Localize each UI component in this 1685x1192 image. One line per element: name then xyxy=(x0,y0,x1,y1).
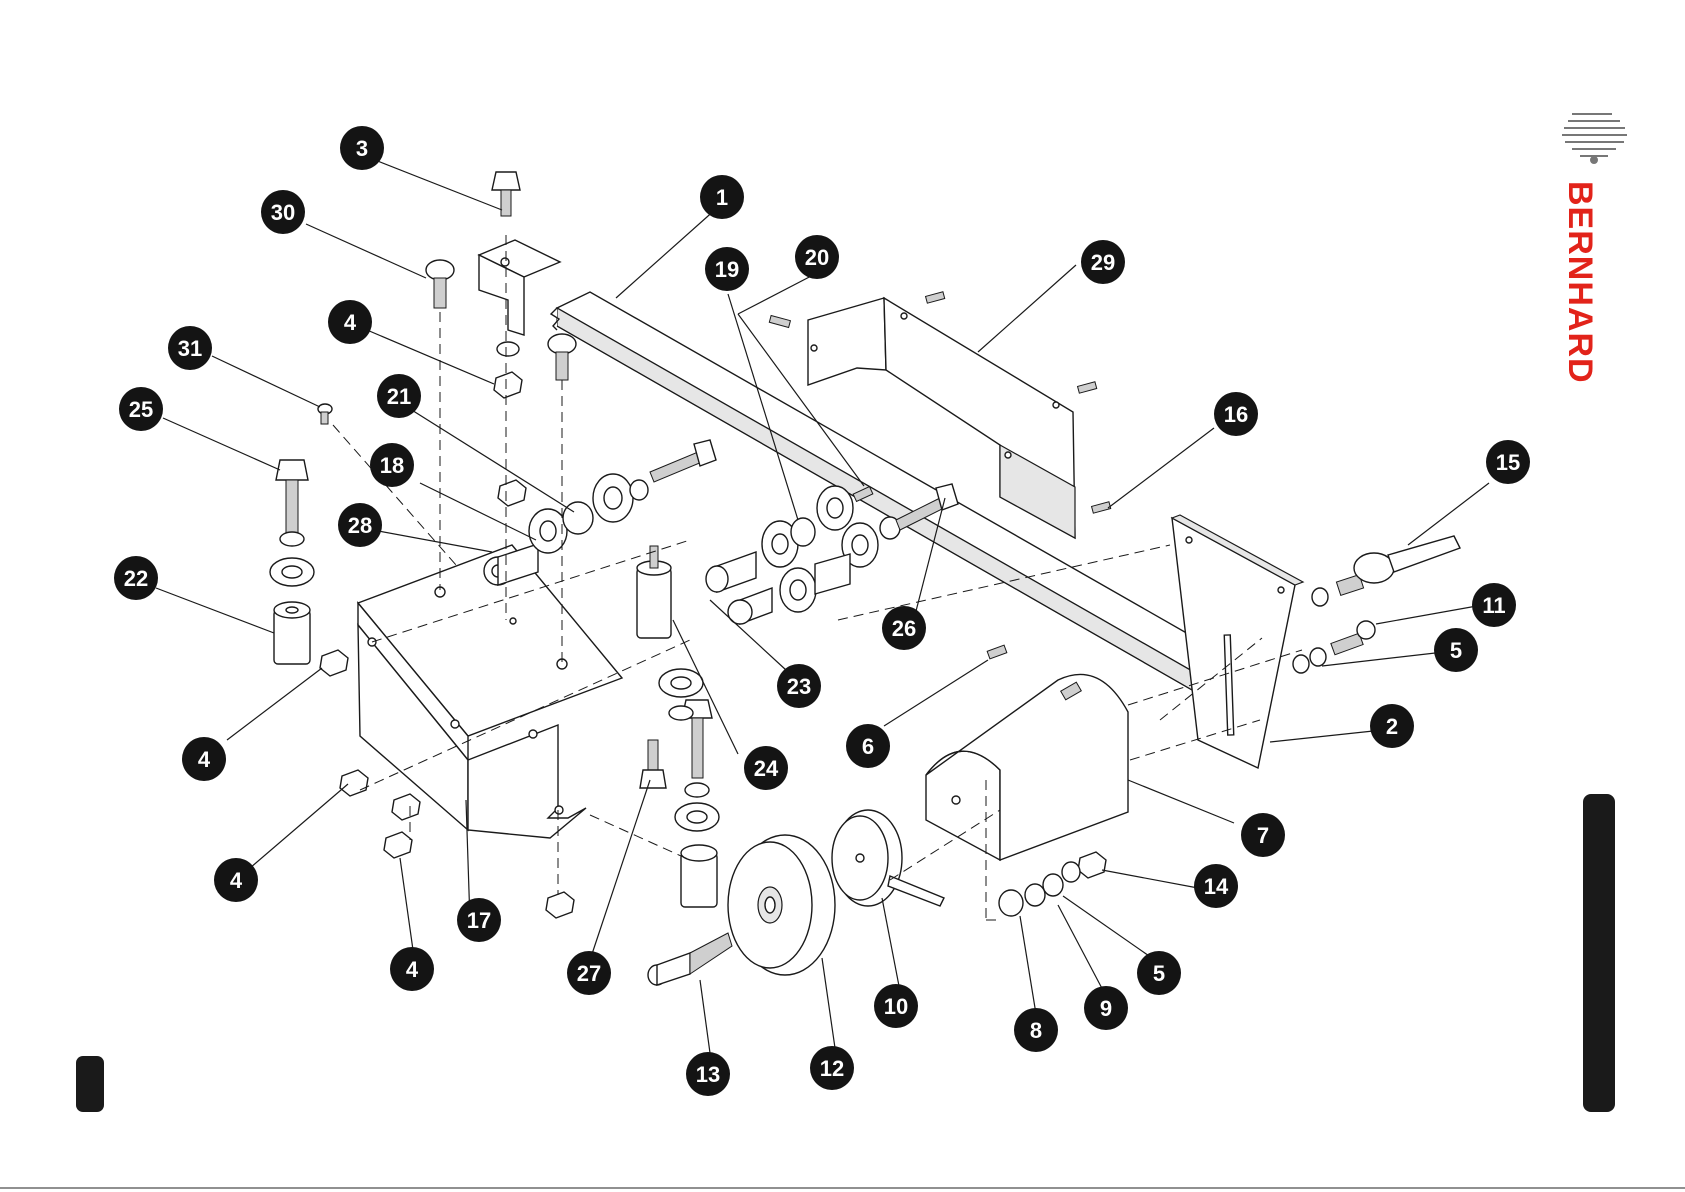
svg-text:29: 29 xyxy=(1091,250,1115,275)
callout-25: 25 xyxy=(119,387,163,431)
svg-text:2: 2 xyxy=(1386,714,1398,739)
callout-24: 24 xyxy=(744,746,788,790)
callout-4-top: 4 xyxy=(328,300,372,344)
svg-text:14: 14 xyxy=(1204,874,1229,899)
svg-text:12: 12 xyxy=(820,1056,844,1081)
svg-text:4: 4 xyxy=(344,310,357,335)
spacer-22-part xyxy=(274,602,310,664)
svg-text:3: 3 xyxy=(356,136,368,161)
svg-text:26: 26 xyxy=(892,616,916,641)
callout-26: 26 xyxy=(882,606,926,650)
callout-6: 6 xyxy=(846,724,890,768)
callout-23: 23 xyxy=(777,664,821,708)
callout-20: 20 xyxy=(795,235,839,279)
svg-text:5: 5 xyxy=(1450,638,1462,663)
svg-text:22: 22 xyxy=(124,566,148,591)
large-wheel-part xyxy=(728,835,835,975)
callout-11: 11 xyxy=(1472,583,1516,627)
svg-text:21: 21 xyxy=(387,384,411,409)
svg-text:20: 20 xyxy=(805,245,829,270)
stud-27-part xyxy=(640,740,666,788)
page-tab-right xyxy=(1583,794,1615,1112)
page-tab-left xyxy=(76,1056,104,1112)
callout-13: 13 xyxy=(686,1052,730,1096)
svg-text:4: 4 xyxy=(230,868,243,893)
svg-text:27: 27 xyxy=(577,961,601,986)
callout-4-bottom: 4 xyxy=(390,947,434,991)
screw-mid-part xyxy=(548,334,576,380)
svg-text:23: 23 xyxy=(787,674,811,699)
callout-22: 22 xyxy=(114,556,158,600)
callout-29: 29 xyxy=(1081,240,1125,284)
svg-text:4: 4 xyxy=(198,747,211,772)
callout-7: 7 xyxy=(1241,813,1285,857)
svg-text:31: 31 xyxy=(178,336,202,361)
clamp-block-part xyxy=(926,674,1128,860)
bernhard-sun-logo-icon xyxy=(1562,114,1627,163)
callout-19: 19 xyxy=(705,247,749,291)
spacer-lower-part xyxy=(681,845,717,907)
callout-8: 8 xyxy=(1014,1008,1058,1052)
callout-5-right: 5 xyxy=(1434,628,1478,672)
svg-text:16: 16 xyxy=(1224,402,1248,427)
svg-text:4: 4 xyxy=(406,957,419,982)
end-plate-part xyxy=(1172,515,1303,768)
angle-clip-part xyxy=(479,240,560,335)
long-bolt-21-part xyxy=(650,440,716,482)
handle-15-part xyxy=(1336,536,1460,595)
callout-30: 30 xyxy=(261,190,305,234)
callout-27: 27 xyxy=(567,951,611,995)
callout-31: 31 xyxy=(168,326,212,370)
svg-text:13: 13 xyxy=(696,1062,720,1087)
callout-5-lower: 5 xyxy=(1137,951,1181,995)
svg-text:10: 10 xyxy=(884,994,908,1019)
spacer-24-part xyxy=(637,546,671,638)
callout-12: 12 xyxy=(810,1046,854,1090)
svg-text:7: 7 xyxy=(1257,823,1269,848)
callout-15: 15 xyxy=(1486,440,1530,484)
svg-text:28: 28 xyxy=(348,513,372,538)
bolt-13-part xyxy=(648,933,732,985)
svg-text:18: 18 xyxy=(380,453,404,478)
bolt-3-part xyxy=(492,172,520,216)
callout-21: 21 xyxy=(377,374,421,418)
callout-4-lower-left: 4 xyxy=(214,858,258,902)
svg-text:30: 30 xyxy=(271,200,295,225)
callout-1: 1 xyxy=(700,175,744,219)
callout-16: 16 xyxy=(1214,392,1258,436)
callout-4-left: 4 xyxy=(182,737,226,781)
svg-text:11: 11 xyxy=(1482,593,1505,618)
callout-9: 9 xyxy=(1084,986,1128,1030)
svg-text:25: 25 xyxy=(129,397,153,422)
callout-10: 10 xyxy=(874,984,918,1028)
svg-text:9: 9 xyxy=(1100,996,1112,1021)
callout-2: 2 xyxy=(1370,704,1414,748)
svg-text:6: 6 xyxy=(862,734,874,759)
callout-17: 17 xyxy=(457,898,501,942)
brand-logo: BERNHARD xyxy=(1561,114,1627,384)
small-wheel-part xyxy=(832,810,944,906)
svg-text:19: 19 xyxy=(715,257,739,282)
brand-wordmark: BERNHARD xyxy=(1561,181,1599,384)
callout-28: 28 xyxy=(338,503,382,547)
callout-14: 14 xyxy=(1194,864,1238,908)
svg-text:5: 5 xyxy=(1153,961,1165,986)
screw-11-part xyxy=(1331,621,1375,655)
screw-30-part xyxy=(426,260,454,308)
callout-18: 18 xyxy=(370,443,414,487)
svg-text:17: 17 xyxy=(467,908,491,933)
svg-text:8: 8 xyxy=(1030,1018,1042,1043)
svg-text:24: 24 xyxy=(754,756,779,781)
base-bracket-part xyxy=(358,545,622,838)
svg-text:15: 15 xyxy=(1496,450,1520,475)
bolt-25-part xyxy=(276,460,308,538)
callout-3: 3 xyxy=(340,126,384,170)
svg-text:1: 1 xyxy=(716,185,728,210)
